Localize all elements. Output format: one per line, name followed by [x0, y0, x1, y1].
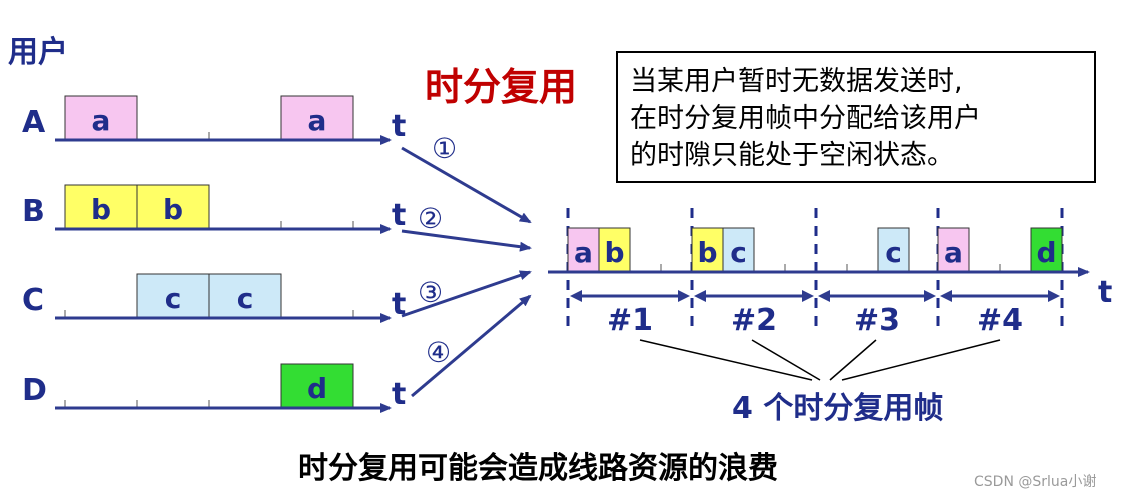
- mux-slot-1: [598, 227, 631, 273]
- frame-label-4: #4: [977, 303, 1023, 338]
- arrow-d: [411, 294, 532, 398]
- frame-span-left-head-1: [694, 290, 706, 302]
- footer-caption: 时分复用可能会造成线路资源的浪费: [298, 451, 778, 486]
- pointer-line-1: [639, 339, 813, 381]
- mux-slot-label-2: b: [697, 236, 717, 269]
- user-axis-t-b: t: [392, 198, 406, 233]
- watermark: CSDN @Srlua小谢: [974, 474, 1096, 490]
- mux-slot-label-0: a: [574, 236, 593, 269]
- mux-slot-label-5: a: [944, 236, 963, 269]
- user-axis-t-a: t: [392, 109, 406, 144]
- user-label-c: C: [22, 283, 44, 318]
- user-slot-label-c-1: c: [237, 282, 254, 315]
- note-box-border: [616, 51, 1096, 183]
- mux-arrows: [401, 146, 532, 398]
- user-slot-label-c-0: c: [165, 282, 182, 315]
- user-label-d: D: [22, 373, 47, 408]
- frame-span-left-head-2: [818, 290, 830, 302]
- user-slot-b-1: [136, 184, 210, 230]
- user-header-label: 用户: [8, 35, 68, 70]
- circle-2: ②: [418, 202, 443, 235]
- circle-4: ④: [426, 336, 451, 369]
- pointer-line-2: [751, 339, 821, 381]
- frame-pointer-lines: [639, 339, 1001, 381]
- mux-slot-5: [937, 227, 970, 273]
- frame-label-1: #1: [607, 303, 653, 338]
- user-label-b: B: [22, 194, 45, 229]
- user-slot-c-1: [208, 273, 282, 319]
- frame-span-right-head-1: [802, 290, 814, 302]
- user-slot-b-0: [64, 184, 138, 230]
- pointer-line-4: [841, 339, 1001, 381]
- frame-label-3: #3: [854, 303, 900, 338]
- mux-slot-label-4: c: [885, 236, 902, 269]
- arrow-a: [401, 146, 532, 224]
- note-line-3: 的时隙只能处于空闲状态。: [630, 140, 954, 171]
- mux-slot-label-6: d: [1036, 236, 1056, 269]
- note-line-1: 当某用户暂时无数据发送时,: [630, 66, 963, 97]
- user-slot-label-d-0: d: [307, 372, 327, 405]
- user-slot-label-b-0: b: [91, 193, 111, 226]
- mux-axis-t: t: [1098, 275, 1112, 310]
- arrow-c: [401, 270, 532, 318]
- user-slot-c-0: [136, 273, 210, 319]
- user-slot-label-a-0: a: [92, 104, 111, 137]
- mux-slot-0: [567, 227, 600, 273]
- frame-span-right-head-3: [1048, 290, 1060, 302]
- arrow-b: [401, 229, 532, 252]
- user-axis-t-d: t: [392, 377, 406, 412]
- frame-caption: 4 个时分复用帧: [732, 391, 943, 426]
- note-line-2: 在时分复用帧中分配给该用户: [630, 103, 981, 134]
- circle-1: ①: [432, 132, 457, 165]
- frame-span-right-head-0: [678, 290, 690, 302]
- user-axis-t-c: t: [392, 287, 406, 322]
- user-slot-d-0: [280, 363, 354, 409]
- frame-span-left-head-3: [940, 290, 952, 302]
- diagram-title: 时分复用: [425, 65, 577, 109]
- user-slot-label-a-1: a: [308, 104, 327, 137]
- mux-slot-label-3: c: [730, 236, 747, 269]
- user-slot-label-b-1: b: [163, 193, 183, 226]
- user-slot-a-1: [280, 95, 354, 141]
- frame-span-left-head-0: [570, 290, 582, 302]
- note-box: 当某用户暂时无数据发送时, 在时分复用帧中分配给该用户 的时隙只能处于空闲状态。: [616, 51, 1096, 183]
- user-label-a: A: [22, 105, 46, 140]
- pointer-line-3: [829, 339, 877, 381]
- mux-slot-3: [722, 227, 755, 273]
- frame-span-right-head-2: [924, 290, 936, 302]
- mux-slot-label-1: b: [604, 236, 624, 269]
- mux-slot-2: [691, 227, 724, 273]
- frame-label-2: #2: [731, 303, 777, 338]
